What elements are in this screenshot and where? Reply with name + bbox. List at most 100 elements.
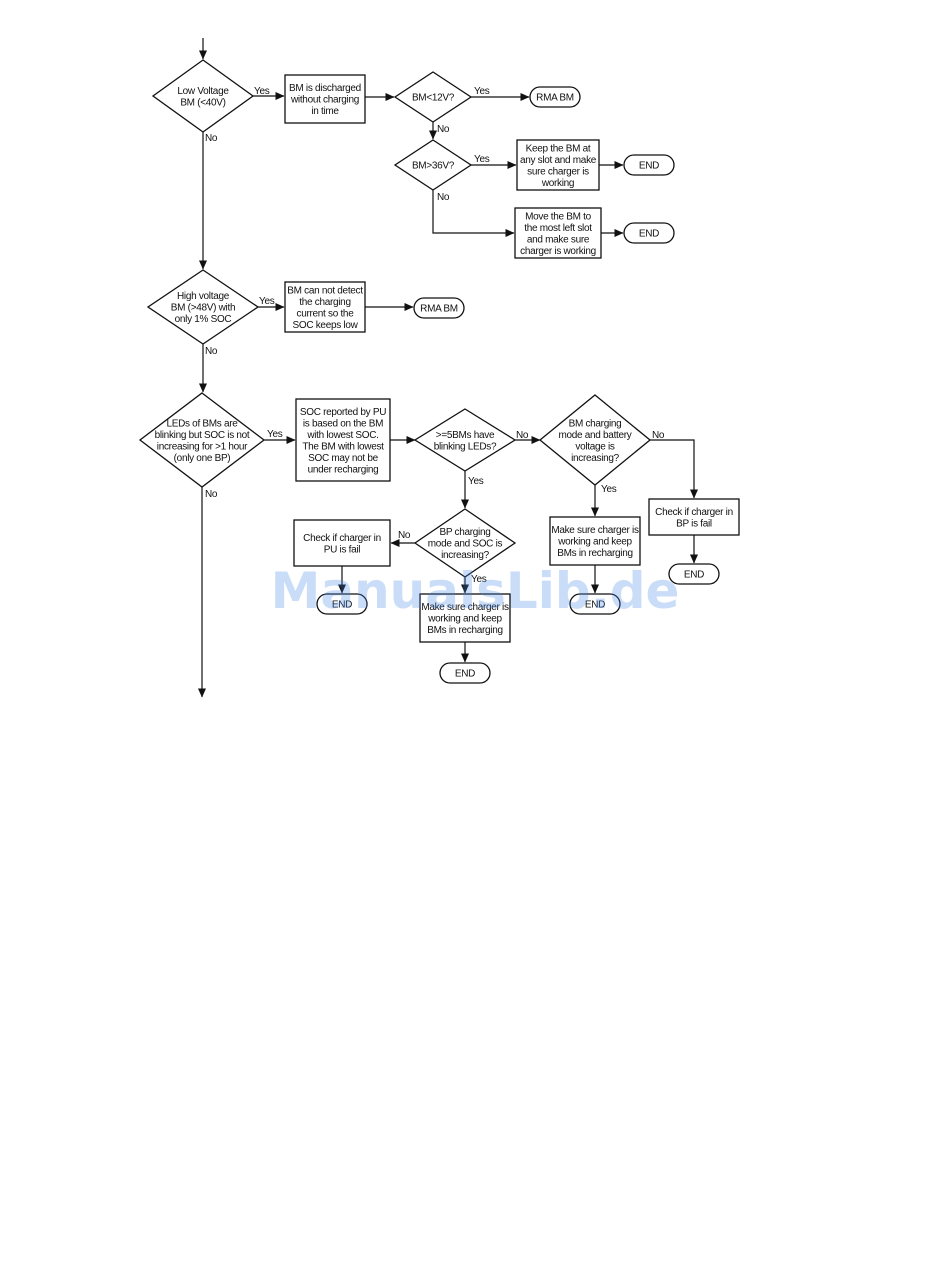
- node-text-line: END: [639, 229, 659, 240]
- node-text-line: blinking but SOC is not: [155, 430, 250, 441]
- node-text-line: END: [585, 600, 605, 611]
- terminal-node: [529, 86, 581, 108]
- process-box: [293, 519, 391, 567]
- decision-diamond: [393, 139, 473, 191]
- node-text-line: increasing?: [441, 550, 490, 561]
- node-text-line: voltage is: [575, 441, 615, 452]
- process-box: [549, 516, 641, 566]
- node-text-line: BP charging: [440, 527, 491, 538]
- node-text-line: sure charger is: [527, 166, 589, 177]
- edge-label-yes: Yes: [471, 574, 487, 585]
- node-text-line: Make sure charger is: [421, 602, 509, 613]
- node-text-line: mode and battery: [558, 430, 631, 441]
- process-box: [295, 398, 391, 482]
- node-text-line: Low Voltage: [177, 86, 229, 97]
- node-text-line: Check if charger in: [655, 507, 733, 518]
- node-text-line: working and keep: [557, 537, 632, 548]
- node-text-line: increasing for >1 hour: [157, 441, 248, 452]
- process-box: [514, 207, 602, 259]
- node-text-line: current so the: [297, 308, 355, 319]
- node-text-line: any slot and make: [520, 155, 597, 166]
- decision-diamond: [151, 59, 255, 133]
- node-text-line: BM>36V?: [412, 161, 455, 172]
- terminal-node: [316, 593, 368, 615]
- node-text-line: RMA BM: [536, 93, 574, 104]
- process-box: [284, 281, 366, 333]
- terminal-node: [668, 563, 720, 585]
- decision-diamond: [538, 394, 652, 486]
- terminal-node: [413, 297, 465, 319]
- edge-label-no: No: [205, 346, 218, 357]
- process-box: [648, 498, 740, 536]
- node-text-line: is based on the BM: [303, 418, 383, 429]
- node-text-line: END: [455, 669, 475, 680]
- connector-arrow: [650, 439, 698, 499]
- node-text-line: SOC keeps low: [292, 320, 358, 331]
- edge-label-no: No: [398, 530, 411, 541]
- node-text-line: working and keep: [427, 614, 502, 625]
- node-text-line: High voltage: [177, 291, 230, 302]
- node-text-line: The BM with lowest: [302, 441, 384, 452]
- edge-label-no: No: [437, 124, 450, 135]
- terminal-node: [439, 662, 491, 684]
- node-text-line: (only one BP): [174, 453, 231, 464]
- node-text-line: BM charging: [569, 418, 622, 429]
- node-text-line: Keep the BM at: [526, 143, 591, 154]
- edge-label-yes: Yes: [259, 296, 275, 307]
- node-text: END: [455, 669, 475, 680]
- edge-label-no: No: [437, 192, 450, 203]
- node-text-line: charger is working: [520, 246, 596, 257]
- process-box: [284, 74, 366, 124]
- node-text-line: LEDs of BMs are: [166, 418, 238, 429]
- terminal-node: [623, 222, 675, 244]
- node-text-line: working: [541, 178, 574, 189]
- node-text: RMA BM: [420, 304, 458, 315]
- node-text: END: [585, 600, 605, 611]
- edge-label-yes: Yes: [601, 484, 617, 495]
- node-text-line: Check if charger in: [303, 533, 381, 544]
- node-text-line: BM (>48V) with: [171, 303, 235, 314]
- node-text-line: END: [332, 600, 352, 611]
- node-text-line: BMs in recharging: [427, 625, 503, 636]
- node-text-line: SOC may not be: [308, 453, 378, 464]
- node-text-line: the charging: [299, 297, 350, 308]
- node-text: BM<12V?: [412, 93, 455, 104]
- node-text-line: SOC reported by PU: [300, 407, 386, 418]
- decision-diamond: [138, 392, 266, 488]
- edge-label-no: No: [516, 430, 529, 441]
- decision-diamond: [413, 408, 517, 472]
- node-text: END: [684, 570, 704, 581]
- node-text-line: increasing?: [571, 453, 620, 464]
- node-text-line: BP is fail: [676, 518, 712, 529]
- terminal-node: [569, 593, 621, 615]
- edge-label-no: No: [205, 489, 218, 500]
- node-text-line: BM<12V?: [412, 93, 455, 104]
- process-box: [516, 139, 600, 191]
- process-box: [419, 593, 511, 643]
- connector-arrow: [432, 190, 515, 237]
- edge-label-yes: Yes: [468, 476, 484, 487]
- edge-label-yes: Yes: [474, 154, 490, 165]
- node-text-line: and make sure: [527, 234, 590, 245]
- edge-label-yes: Yes: [254, 86, 270, 97]
- node-text-line: PU is fail: [324, 544, 361, 555]
- decision-diamond: [413, 508, 517, 578]
- node-text-line: in time: [311, 106, 339, 117]
- terminal-node: [623, 154, 675, 176]
- node-text-line: the most left slot: [524, 223, 592, 234]
- node-text-line: BM is discharged: [289, 83, 361, 94]
